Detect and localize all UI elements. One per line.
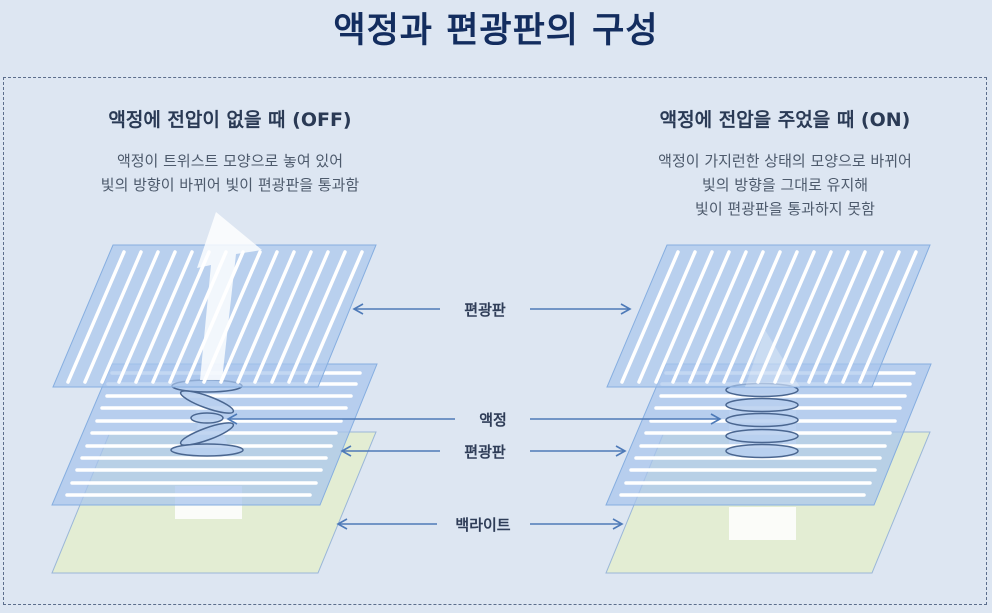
light-pass-arrow-icon [197,212,262,380]
label-liquid-crystal: 액정 [479,411,507,429]
off-state-description: 액정이 트위스트 모양으로 놓여 있어 빛의 방향이 바뀌어 빛이 편광판을 통… [40,149,420,197]
top-polarizer-right [606,244,931,388]
off-state-stack [51,212,378,574]
on-state-description: 액정이 가지런한 상태의 모양으로 바뀌어 빛의 방향을 그대로 유지해 빛이 … [595,149,975,221]
on-description-line-2: 빛의 방향을 그대로 유지해 [701,176,869,194]
on-state-stack [605,244,932,574]
page-title: 액정과 편광판의 구성 [333,11,659,51]
blocked-light-glow [745,330,800,387]
off-description-line-2: 빛의 방향이 바뀌어 빛이 편광판을 통과함 [100,176,360,194]
on-description-line-1: 액정이 가지런한 상태의 모양으로 바뀌어 [658,152,912,170]
off-state-heading: 액정에 전압이 없을 때 (OFF) [108,109,352,131]
diagram-frame [3,77,987,605]
label-backlight: 백라이트 [455,516,511,534]
label-top-polarizer: 편광판 [464,301,506,319]
on-state-heading: 액정에 전압을 주었을 때 (ON) [659,109,911,131]
off-description-line-1: 액정이 트위스트 모양으로 놓여 있어 [116,152,344,170]
label-bottom-polarizer: 편광판 [464,443,506,461]
liquid-crystal-aligned [725,382,799,459]
pointer-arrows [226,303,722,530]
backlight-light-source-right [729,507,796,540]
on-description-line-3: 빛이 편광판을 통과하지 못함 [695,200,875,218]
